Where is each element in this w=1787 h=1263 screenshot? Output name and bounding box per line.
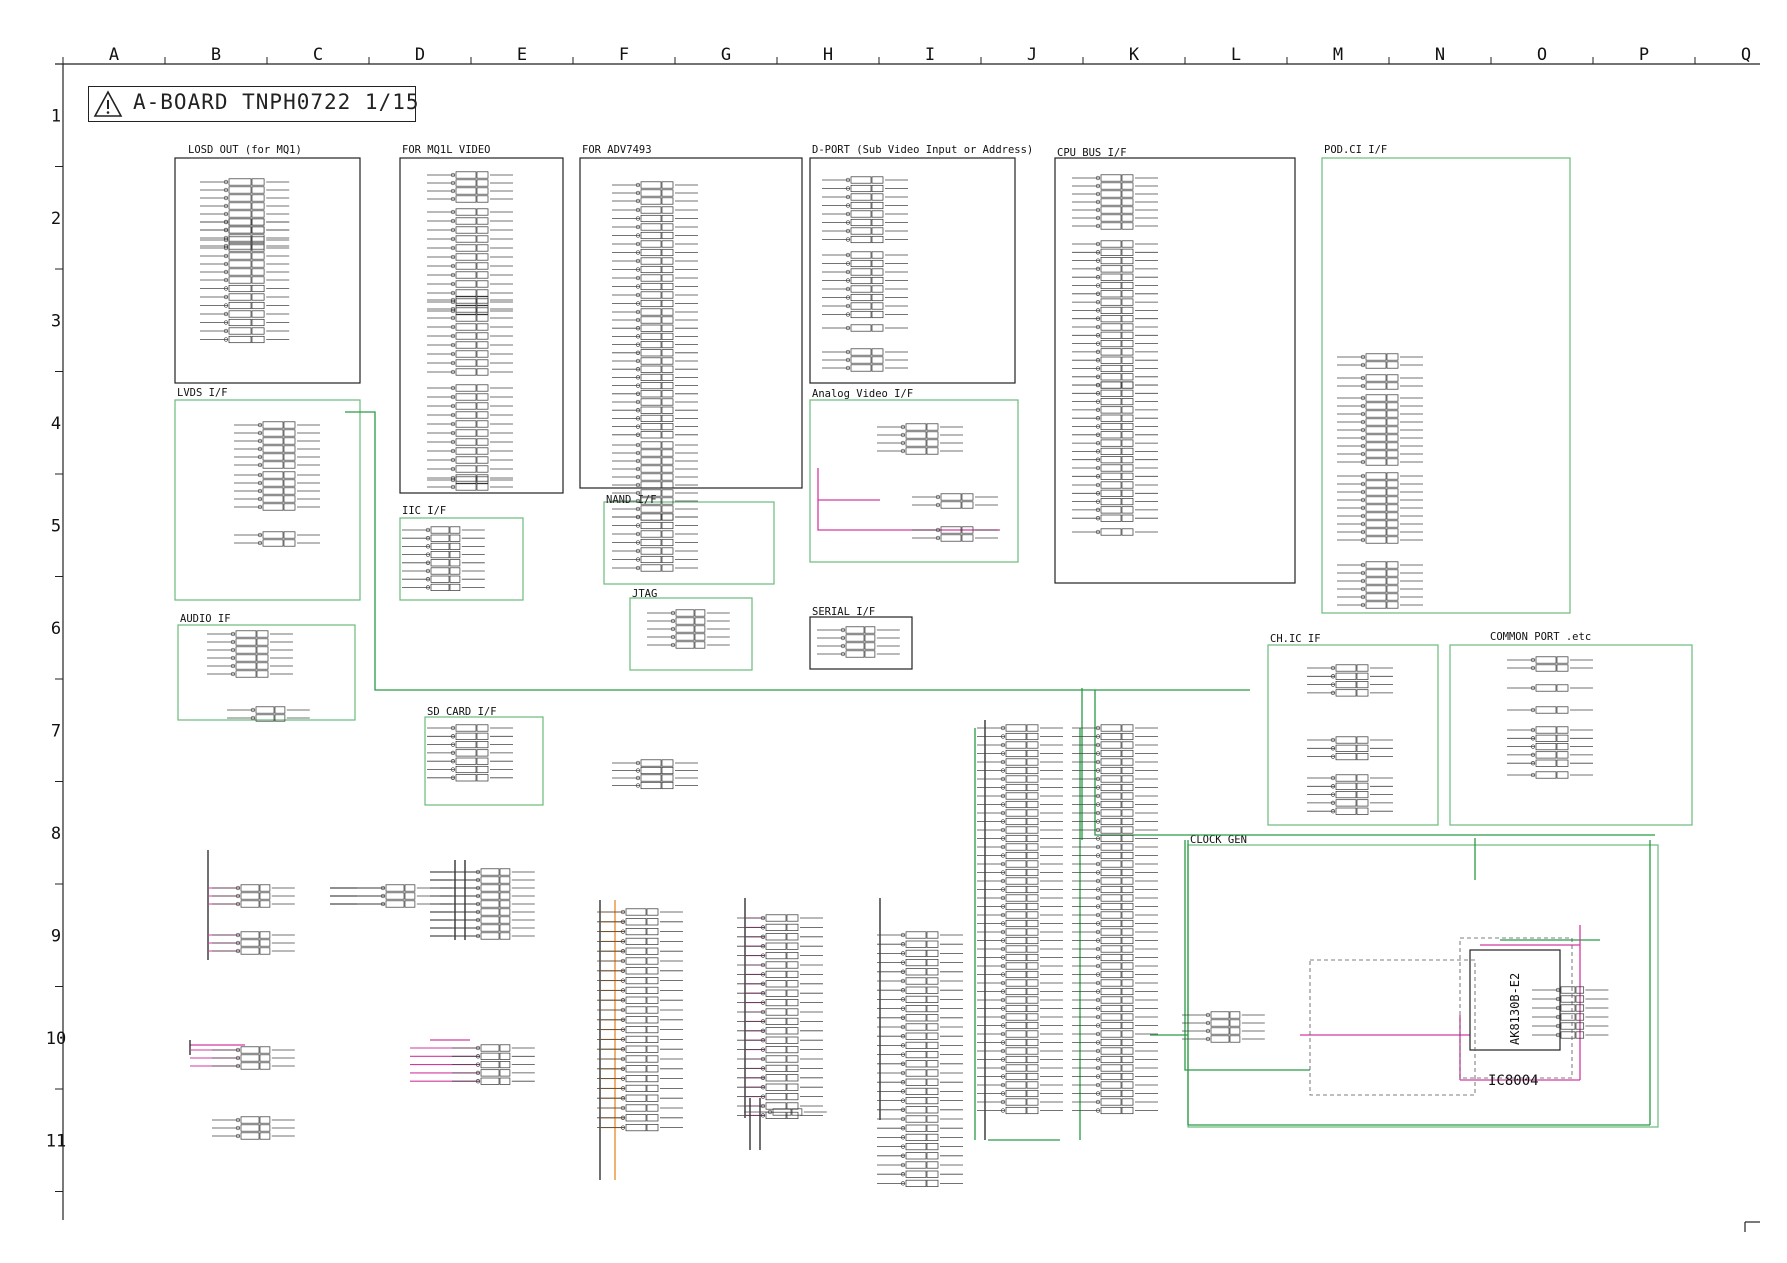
block-frame-serial: [809, 616, 913, 670]
column-label: P: [1639, 45, 1649, 65]
row-label: 6: [51, 619, 61, 639]
block-label-nand: NAND I/F: [606, 494, 657, 506]
block-label-dport: D-PORT (Sub Video Input or Address): [812, 144, 1033, 156]
block-frame-common-port: [1449, 644, 1693, 826]
block-label-pod-ci: POD.CI I/F: [1324, 144, 1387, 156]
block-frame-sd-card: [424, 716, 544, 806]
circuit-blocks: LOSD OUT (for MQ1) FOR MQ1L VIDEO FOR ADV7…: [174, 144, 1693, 1128]
block-label-lvds-out: LOSD OUT (for MQ1): [188, 144, 302, 156]
block-frame-ch-ic: [1267, 644, 1439, 826]
block-frame-pod-ci: [1321, 157, 1571, 614]
row-ticks: [55, 63, 63, 1192]
row-label: 5: [51, 516, 61, 536]
column-label: L: [1231, 45, 1241, 65]
ic-part-label: AK8130B-E2: [1508, 973, 1522, 1045]
block-frame-dport: [809, 157, 1016, 384]
block-frame-analog-video: [809, 399, 1019, 563]
row-label: 4: [51, 414, 61, 434]
block-frame-nand: [603, 501, 775, 585]
block-frame-adv7493: [579, 157, 803, 489]
column-label: Q: [1741, 45, 1751, 65]
row-label: 2: [51, 209, 61, 229]
block-label-ch-ic: CH.IC IF: [1270, 633, 1321, 645]
row-label: 10: [46, 1029, 66, 1049]
clock-gen-ic: AK8130B-E2 IC8004: [1309, 937, 1573, 1096]
ic-ref-label: IC8004: [1488, 1073, 1539, 1089]
column-labels: A B C D E F G H I J K L M N O P Q: [109, 45, 1751, 65]
warning-triangle-icon: [93, 90, 123, 117]
block-frame-lvds-if: [174, 399, 361, 601]
sheet-title: A-BOARD TNPH0722 1/15: [133, 90, 420, 114]
column-label: G: [721, 45, 731, 65]
block-frame-jtag: [629, 597, 753, 671]
sheet-frame: [55, 63, 1760, 1232]
column-label: B: [211, 45, 221, 65]
column-label: F: [619, 45, 629, 65]
block-label-common-port: COMMON PORT .etc: [1490, 631, 1591, 643]
row-label: 8: [51, 824, 61, 844]
block-frame-clock-gen: [1187, 844, 1659, 1128]
block-label-clock-gen: CLOCK GEN: [1190, 834, 1247, 846]
block-label-serial: SERIAL I/F: [812, 606, 875, 618]
magenta-nets: [190, 468, 1581, 1081]
block-label-mq1l-video: FOR MQ1L VIDEO: [402, 144, 491, 156]
green-nets: [345, 411, 1655, 1141]
column-label: O: [1537, 45, 1547, 65]
block-label-jtag: JTAG: [632, 588, 657, 600]
row-label: 3: [51, 311, 61, 331]
block-frame-cpu-bus: [1054, 157, 1296, 584]
bus-wiring: [189, 720, 986, 1180]
block-frame-audio: [177, 624, 356, 721]
block-frame-lvds-out: [174, 157, 361, 384]
column-label: D: [415, 45, 425, 65]
row-label: 7: [51, 721, 61, 741]
row-label: 11: [46, 1131, 66, 1151]
column-label: N: [1435, 45, 1445, 65]
column-label: A: [109, 45, 119, 65]
row-label: 1: [51, 106, 61, 126]
block-frame-iic: [399, 517, 524, 601]
block-frame-mq1l-video: [399, 157, 564, 494]
block-label-audio: AUDIO IF: [180, 613, 231, 625]
column-ticks: [62, 57, 1696, 64]
column-label: C: [313, 45, 323, 65]
column-label: M: [1333, 45, 1343, 65]
row-labels: 1 2 3 4 5 6 7 8 9 10 11: [46, 106, 66, 1151]
block-label-sd-card: SD CARD I/F: [427, 706, 497, 718]
sheet-title-box: A-BOARD TNPH0722 1/15: [88, 86, 419, 122]
block-label-adv7493: FOR ADV7493: [582, 144, 652, 156]
block-label-cpu-bus: CPU BUS I/F: [1057, 147, 1127, 159]
column-label: H: [823, 45, 833, 65]
column-label: K: [1129, 45, 1140, 65]
row-label: 9: [51, 926, 61, 946]
column-label: J: [1027, 45, 1037, 65]
block-label-analog-video: Analog Video I/F: [812, 388, 913, 400]
column-label: E: [517, 45, 527, 65]
block-label-iic: IIC I/F: [402, 505, 446, 517]
column-label: I: [925, 45, 935, 65]
block-label-lvds-if: LVDS I/F: [177, 387, 228, 399]
pin-rows: [200, 171, 1609, 1187]
